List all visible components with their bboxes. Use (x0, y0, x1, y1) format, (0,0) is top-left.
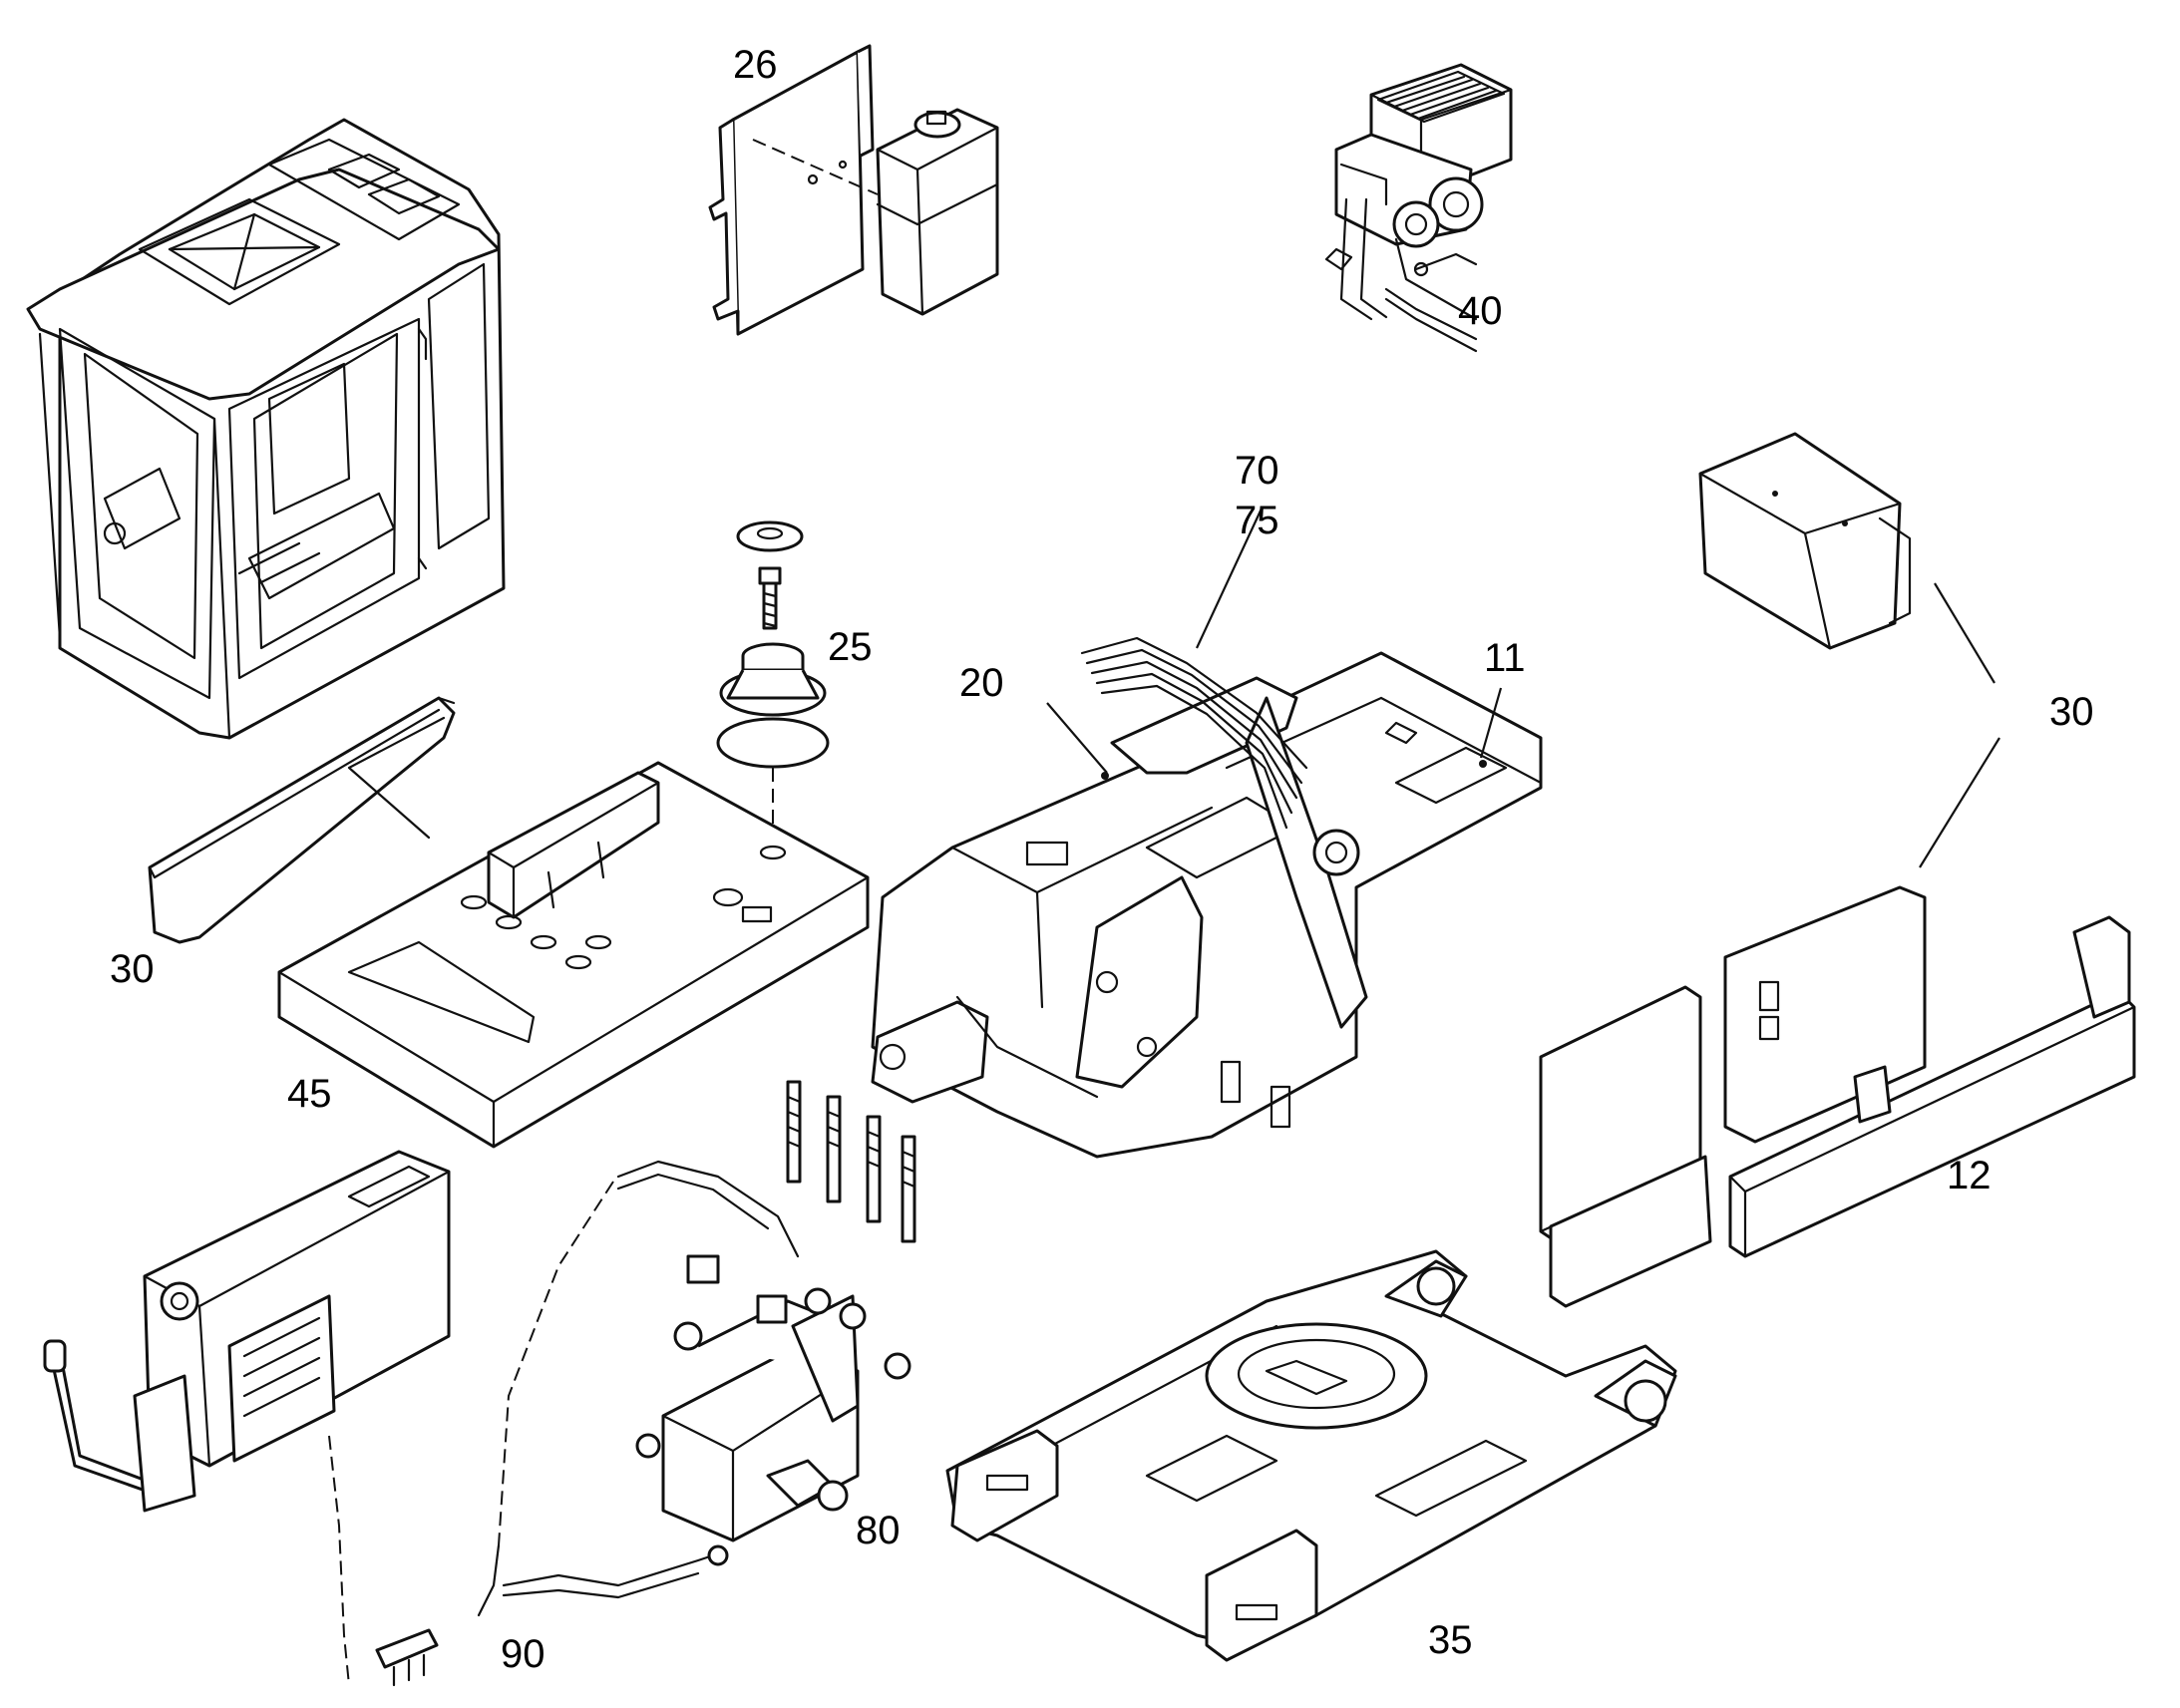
callout-30-top: 30 (2049, 690, 2094, 734)
callout-labels: 26 40 70 75 25 20 11 30 30 45 12 80 90 3… (110, 43, 2094, 1676)
valve-block-icon (616, 1080, 916, 1542)
cover-panel-icon (1698, 432, 1912, 650)
floor-plate-icon (277, 761, 870, 1149)
callout-90: 90 (501, 1632, 545, 1676)
side-rail-icon (1549, 915, 2136, 1308)
undercarriage-frame-icon (945, 1249, 1677, 1662)
callout-26: 26 (733, 43, 778, 87)
cab-mount-icon (716, 520, 830, 848)
control-console-icon (43, 1150, 451, 1513)
wiring-harness-icon (328, 1181, 729, 1687)
hydraulic-hoses (1080, 636, 1308, 830)
callout-11: 11 (1484, 636, 1526, 680)
callout-30-left: 30 (110, 947, 155, 991)
callout-80: 80 (856, 1509, 901, 1552)
callout-20: 20 (959, 661, 1004, 705)
heater-unit-icon (1324, 63, 1513, 353)
callout-75: 75 (1235, 499, 1279, 542)
callout-12: 12 (1947, 1154, 1992, 1197)
heater-grille (1376, 70, 1506, 124)
callout-70: 70 (1235, 449, 1279, 493)
callout-25: 25 (828, 625, 873, 669)
upper-frame-icon (871, 636, 1543, 1159)
leader-lines (1046, 508, 2000, 868)
callout-35: 35 (1428, 1618, 1473, 1662)
operator-cab-icon (26, 118, 506, 740)
bolts (786, 1080, 916, 1243)
callout-40: 40 (1458, 289, 1503, 333)
bracket-and-reservoir-icon (708, 44, 999, 336)
cover-panel-icon (148, 696, 456, 944)
callout-45: 45 (287, 1072, 332, 1116)
